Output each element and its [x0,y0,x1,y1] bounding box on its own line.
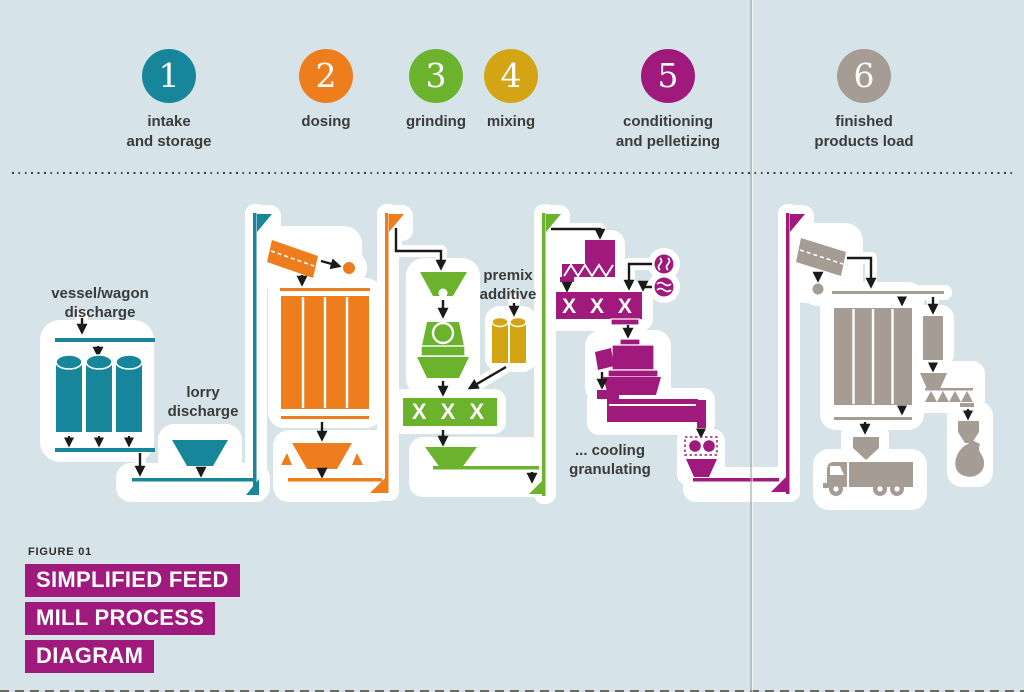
intake-top-line [55,338,155,342]
silo-icon [55,354,143,432]
bucket-elevator-line-teal [253,213,257,495]
elevator-boot [771,475,788,492]
mixer-icon: X X X [403,398,497,426]
dosing-bins-icon [281,296,369,409]
premix-cylinders-icon [491,316,527,363]
steam-circle-icon [654,254,674,274]
step-label-4: mixing [486,113,536,130]
step-circle-3: 3 [409,49,463,103]
pellet-conveyor-line [693,478,779,482]
step-circle-4: 4 [484,49,538,103]
station-dosing [267,213,404,493]
page-fold-line [750,0,752,692]
bagging-bin-icon [923,316,943,360]
step-circle-2: 2 [299,49,353,103]
legend-step-2: 2 dosing [241,49,411,132]
step-circle-6: 6 [837,49,891,103]
dotted-separator [12,172,1012,174]
cooling-hopper-icon [686,459,717,477]
dosing-conveyor-line [288,478,382,482]
surge-bin-icon [585,240,615,264]
station-conditioning-pelletizing: X X X [551,213,805,494]
step-circle-5: 5 [641,49,695,103]
figure-title: SIMPLIFIED FEED MILL PROCESS DIAGRAM [25,564,240,678]
step-number-3: 3 [425,55,447,95]
bagging-hopper-icon [920,373,947,389]
figure-title-block-2: MILL PROCESS [25,602,216,635]
lorry-hopper-icon [172,440,228,466]
intake-conveyor-line [132,478,253,482]
step-label-3: grinding [406,113,466,130]
loading-funnel-icon [853,437,879,460]
legend-step-3: 3 grinding [351,49,521,132]
elevator-flag [389,214,404,232]
figure-title-block-3: DIAGRAM [25,640,155,673]
bucket-elevator-line-magenta [786,213,790,494]
grinder-feed-hopper-icon [420,272,467,298]
elevator-flag [257,214,272,232]
premix-additive-unit [467,303,527,390]
bottom-page-cut [0,690,1024,692]
grinder-icon [417,321,469,378]
conditioner-icon: X X X [556,292,642,326]
step-number-4: 4 [500,55,522,95]
figure-eyebrow: FIGURE 01 [28,546,93,558]
intake-bottom-line [55,448,155,452]
conditioner-marks: X X X [562,295,636,318]
grinding-hopper-icon [425,447,477,469]
step-number-6: 6 [853,55,875,95]
legend-step-4: 4 mixing [426,49,596,132]
station-finished-products [796,238,985,496]
bagging-unit-icon [958,421,979,443]
bucket-elevator-line-green [542,213,546,496]
screw-conveyor-icon [560,263,615,282]
weigh-hopper-icon [281,443,363,469]
step-number-1: 1 [158,55,180,95]
screw-conveyor-icon [925,388,974,407]
bag-icon [955,440,985,477]
truck-icon [823,462,913,496]
finished-bins-icon [834,308,912,405]
dust-circle [343,262,355,274]
step-number-2: 2 [315,55,337,95]
dust-circle [812,283,824,295]
grinding-conveyor-line [433,466,539,470]
station-grinding: X X X [394,213,561,496]
elevator-flag [546,214,561,232]
liquid-circle-icon [654,277,674,297]
cooler-icon [607,399,706,428]
elevator-boot [370,476,387,493]
station-intake-storage [55,213,272,495]
mixer-marks: X X X [412,399,488,424]
elevator-boot [529,478,545,494]
bucket-elevator-line-orange [385,213,389,493]
step-circle-1: 1 [142,49,196,103]
figure-title-block-1: SIMPLIFIED FEED [25,564,240,597]
step-number-5: 5 [657,55,679,95]
crumbler-icon [684,436,718,456]
elevator-flag [790,214,805,232]
step-label-2: dosing [301,113,351,130]
